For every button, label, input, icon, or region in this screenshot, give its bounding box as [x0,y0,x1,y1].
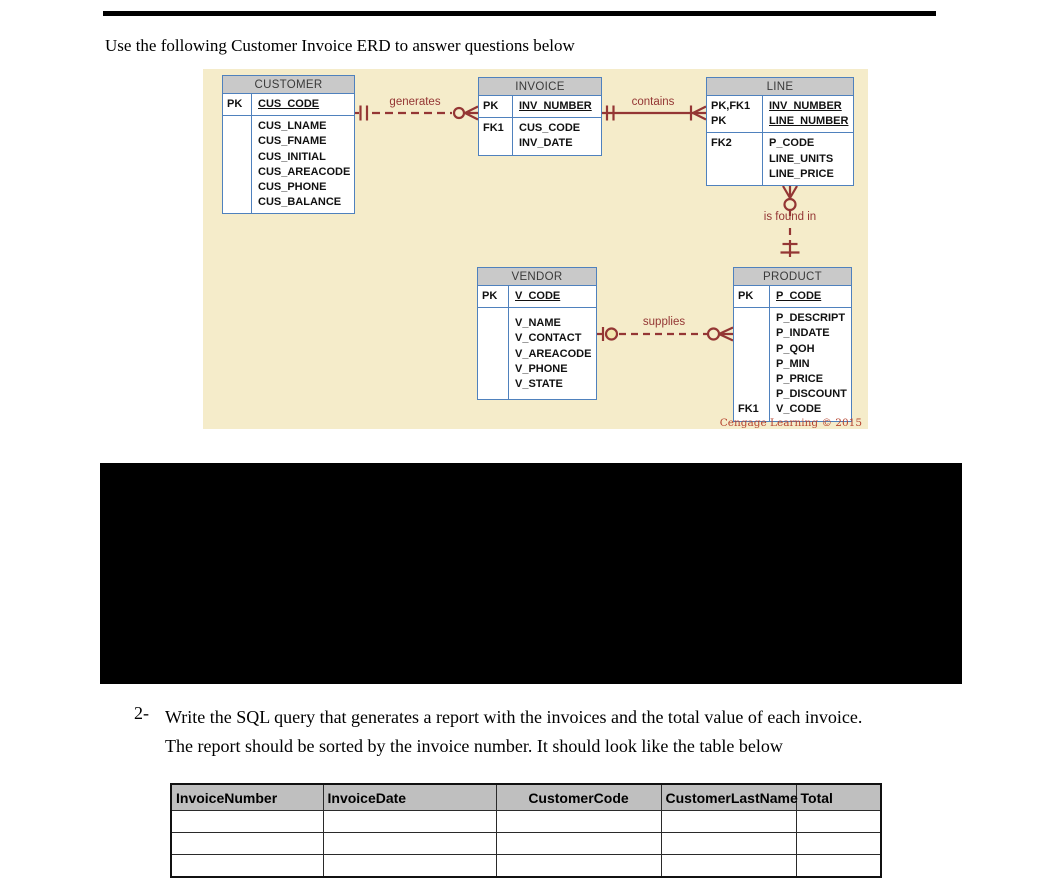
entity-product-title: PRODUCT [734,268,851,286]
entity-line-title: LINE [707,78,853,96]
key-label: PK,FK1 [711,100,751,112]
attribute-pk: INV_NUMBER [769,100,842,112]
entity-line-fk-section: FK2 P_CODE LINE_UNITS LINE_PRICE [707,133,853,186]
is-found-in-relationship-line [780,185,800,257]
key-cell-empty [223,116,252,214]
entity-vendor-title: VENDOR [478,268,596,286]
entity-customer-attr-section: CUS_LNAME CUS_FNAME CUS_INITIAL CUS_AREA… [223,116,354,214]
key-label: PK [227,98,243,110]
crow-foot-many [464,105,479,121]
generates-relationship-line [353,105,479,121]
question-line-1: Write the SQL query that generates a rep… [165,707,863,727]
key-label: PK [482,290,498,302]
attribute: V_STATE [515,378,563,391]
key-label: PK [738,290,754,302]
column-header-invoice-number: InvoiceNumber [170,783,324,811]
attribute: P_DESCRIPT [776,312,846,325]
attribute: CUS_INITIAL [258,150,326,163]
report-template-table: InvoiceNumber InvoiceDate CustomerCode C… [170,783,882,878]
relationship-lines [353,105,800,342]
attribute: P_QOH [776,342,815,355]
zero-circle [452,106,466,120]
relationship-label-contains: contains [631,96,675,108]
entity-customer: CUSTOMER PK CUS_CODE CUS_LNAME CUS_FNAME… [222,75,355,215]
attribute: CUS_AREACODE [258,165,351,178]
table-row [170,854,882,878]
copyright-credit: Cengage Learning © 2015 [719,417,862,429]
zero-circle [604,327,619,341]
attribute-pk: V_CODE [515,290,561,302]
attribute: CUS_LNAME [258,120,327,133]
column-header-customer-code: CustomerCode [495,783,662,811]
horizontal-rule [103,11,936,16]
entity-customer-title: CUSTOMER [223,76,354,94]
key-label: FK1 [483,122,504,135]
crow-foot-many [782,185,798,199]
column-header-customer-last-name: CustomerLastName [660,783,798,811]
entity-vendor-attr-section: V_NAME V_CONTACT V_AREACODE V_PHONE V_ST… [478,308,596,400]
contains-relationship-line [600,105,707,121]
entity-invoice: INVOICE PK INV_NUMBER FK1 CUS_CODE INV_D… [478,77,602,156]
entity-line: LINE PK,FK1 PK INV_NUMBER LINE_NUMBER FK… [706,77,854,187]
key-label: PK [711,115,727,128]
attribute: V_AREACODE [515,347,592,360]
table-row [170,832,882,855]
supplies-relationship-line [595,326,734,342]
relationship-label-supplies: supplies [642,316,686,328]
column-header-invoice-date: InvoiceDate [322,783,497,811]
attribute: P_CODE [769,137,815,150]
entity-vendor-pk-section: PK V_CODE [478,286,596,309]
entity-product: PRODUCT PK P_CODE FK1 P_DESCRIPT P_INDAT… [733,267,852,422]
key-cell-empty [478,308,509,400]
relationship-label-is-found-in: is found in [763,211,817,223]
column-header-total: Total [795,783,882,811]
question-line-2: The report should be sorted by the invoi… [165,735,783,756]
relationship-label-generates: generates [389,96,441,108]
entity-invoice-fk-section: FK1 CUS_CODE INV_DATE [479,118,601,155]
zero-circle [706,327,721,341]
attribute: LINE_PRICE [769,167,834,180]
redacted-black-block [100,463,962,684]
attribute-pk: LINE_NUMBER [769,115,849,128]
attribute: INV_DATE [519,137,573,150]
entity-customer-pk-section: PK CUS_CODE [223,94,354,117]
attribute-pk: CUS_CODE [258,98,320,110]
attribute: P_INDATE [776,327,830,340]
table-header-row: InvoiceNumber InvoiceDate CustomerCode C… [170,783,882,811]
erd-diagram: generates contains supplies is found in … [203,69,868,429]
question-number: 2- [134,703,149,723]
entity-invoice-title: INVOICE [479,78,601,96]
entity-product-attr-section: FK1 P_DESCRIPT P_INDATE P_QOH P_MIN P_PR… [734,308,851,421]
crow-foot-many [718,326,734,342]
attribute: LINE_UNITS [769,152,834,165]
attribute: P_MIN [776,357,810,370]
key-label: FK2 [711,137,732,150]
intro-text: Use the following Customer Invoice ERD t… [105,36,575,55]
entity-invoice-pk-section: PK INV_NUMBER [479,96,601,119]
question-text: Write the SQL query that generates a rep… [165,703,955,760]
attribute: CUS_CODE [519,122,581,135]
attribute: CUS_BALANCE [258,196,342,209]
attribute-fk: V_CODE [776,403,822,416]
key-label: FK1 [738,403,759,416]
zero-circle [783,197,797,212]
attribute: V_NAME [515,317,561,330]
attribute: V_CONTACT [515,332,582,345]
crow-foot-many [692,105,707,121]
attribute: CUS_PHONE [258,181,327,194]
attribute-pk: P_CODE [776,290,822,302]
entity-line-pk-section: PK,FK1 PK INV_NUMBER LINE_NUMBER [707,96,853,134]
entity-product-pk-section: PK P_CODE [734,286,851,309]
entity-vendor: VENDOR PK V_CODE V_NAME V_CONTACT V_AREA… [477,267,597,401]
attribute: P_PRICE [776,373,824,386]
attribute: CUS_FNAME [258,135,327,148]
key-label: PK [483,100,499,112]
attribute-pk: INV_NUMBER [519,100,592,112]
table-row [170,810,882,833]
attribute: P_DISCOUNT [776,388,847,401]
attribute: V_PHONE [515,362,568,375]
